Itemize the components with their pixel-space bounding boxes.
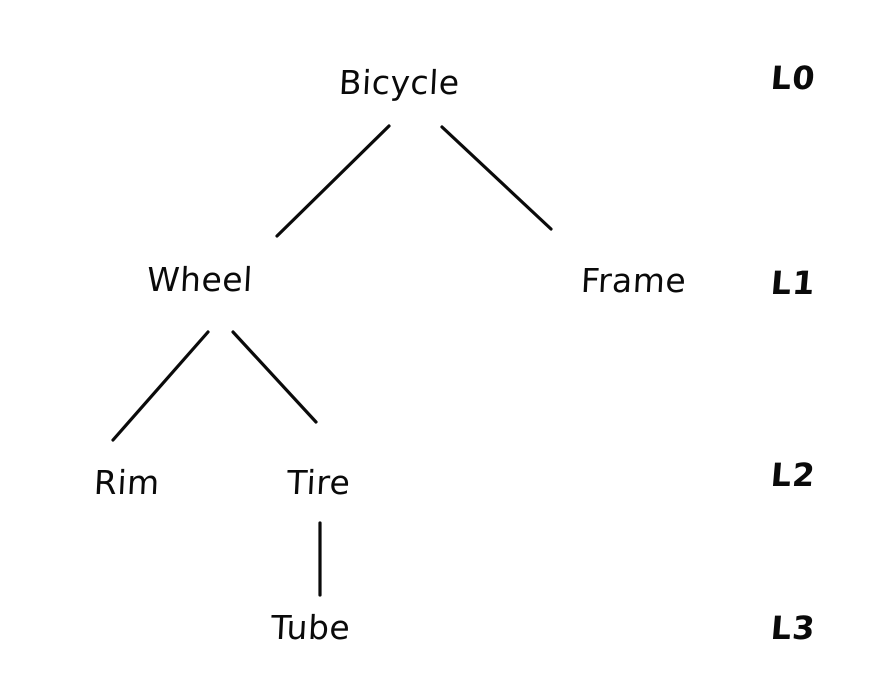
node-frame: Frame bbox=[579, 261, 688, 300]
edge-wheel-rim bbox=[111, 330, 210, 442]
edge-bicycle-wheel bbox=[275, 124, 391, 238]
edge-wheel-tire bbox=[231, 330, 318, 424]
node-tire: Tire bbox=[285, 463, 352, 502]
node-wheel: Wheel bbox=[145, 260, 254, 299]
node-tube: Tube bbox=[269, 608, 352, 647]
level-label-l1: L1 bbox=[769, 264, 818, 302]
level-label-l0: L0 bbox=[769, 59, 818, 97]
node-bicycle: Bicycle bbox=[337, 63, 461, 102]
edge-bicycle-frame bbox=[440, 125, 553, 231]
level-label-l3: L3 bbox=[769, 609, 818, 647]
node-rim: Rim bbox=[92, 463, 161, 502]
level-label-l2: L2 bbox=[769, 456, 818, 494]
